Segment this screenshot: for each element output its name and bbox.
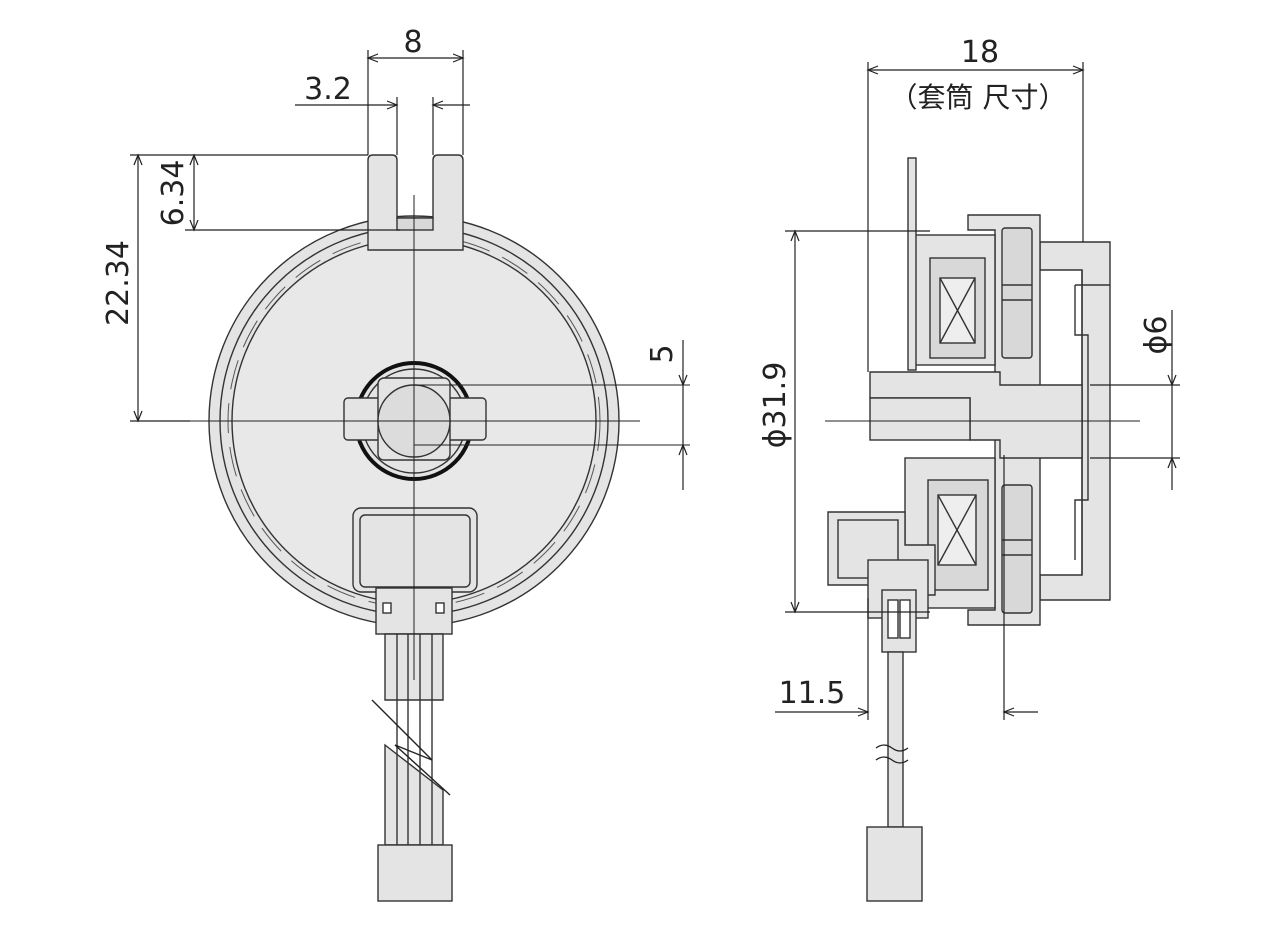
side-view: 18 （套筒 尺寸） ϕ31.9 ϕ6 11.5: [758, 35, 1180, 902]
dim-label-18-note: （套筒 尺寸）: [890, 81, 1067, 114]
dim-label-3-2: 3.2: [304, 72, 352, 107]
front-top-tab: [367, 154, 464, 251]
side-cable: [887, 651, 904, 828]
front-view: 8 3.2 6.34 22.34 5: [101, 25, 690, 902]
front-cable-plug: [377, 844, 453, 902]
side-cable-plug: [866, 826, 923, 902]
dim-label-phi31-9: ϕ31.9: [758, 362, 793, 449]
dim-label-22-34: 22.34: [101, 240, 136, 326]
dim-label-11-5: 11.5: [779, 676, 846, 711]
front-connector-housing: [352, 507, 478, 593]
side-shaft: [869, 397, 971, 441]
dim-label-8: 8: [403, 25, 422, 60]
dim-label-phi6: ϕ6: [1139, 316, 1174, 355]
dim-label-18: 18: [961, 35, 999, 70]
dim-label-5: 5: [645, 344, 680, 363]
dim-label-6-34: 6.34: [156, 160, 191, 227]
